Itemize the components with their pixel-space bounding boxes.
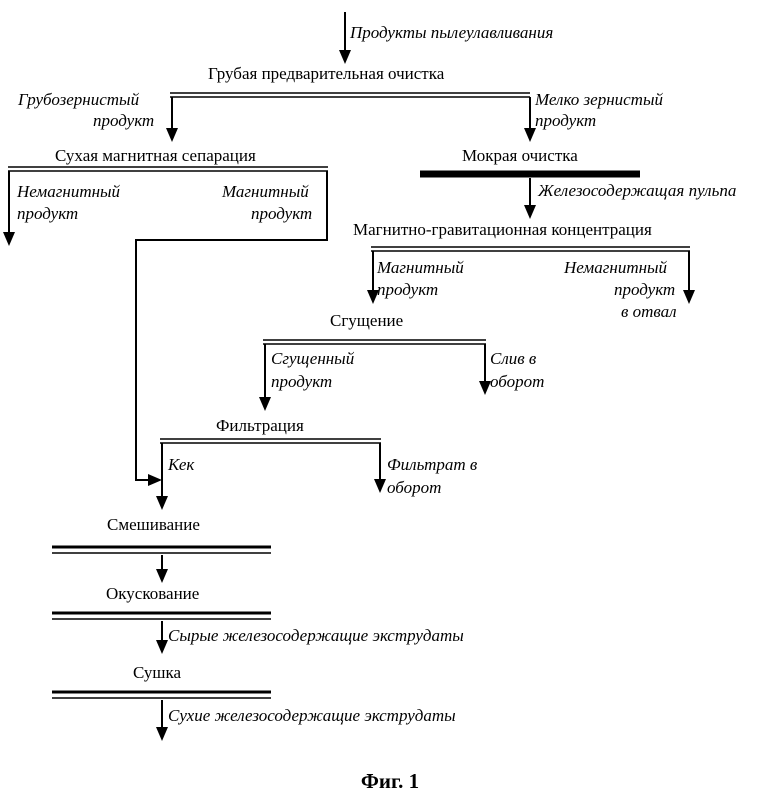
op-pelletizing: Окускование xyxy=(106,584,199,603)
filtrate-arrowhead xyxy=(374,479,386,493)
thickening-bar xyxy=(263,339,486,345)
flow-overflow-line1: Слив в xyxy=(490,349,537,368)
flow-thickened-line2: продукт xyxy=(271,372,332,391)
mixing-bar xyxy=(52,545,271,554)
op-wet-cleaning: Мокрая очистка xyxy=(462,146,578,165)
flow-filtrate-line2: оборот xyxy=(387,478,441,497)
wet-nonmagnetic-arrowhead xyxy=(683,290,695,304)
flow-wet-mag-line1: Магнитный xyxy=(376,258,464,277)
flow-coarse-line2: продукт xyxy=(93,111,154,130)
op-mixing: Смешивание xyxy=(107,515,200,534)
flow-thickened-line1: Сгущенный xyxy=(271,349,355,368)
flow-fine-line1: Мелко зернистый xyxy=(534,90,663,109)
flow-dry-mag-line2: продукт xyxy=(251,204,312,223)
op-dry-magnetic: Сухая магнитная сепарация xyxy=(55,146,256,165)
cake-arrowhead xyxy=(156,496,168,510)
flow-wet-nonmag-line3: в отвал xyxy=(621,302,677,321)
coarse-product-arrowhead xyxy=(166,128,178,142)
magnetic-to-mixing-arrowhead xyxy=(148,474,162,486)
flow-raw-extrudates: Сырые железосодержащие экструдаты xyxy=(168,626,464,645)
flow-dry-nonmag-line1: Немагнитный xyxy=(16,182,121,201)
mixing-out-arrowhead xyxy=(156,569,168,583)
fine-product-arrowhead xyxy=(524,128,536,142)
magnetic-product-route xyxy=(135,171,328,481)
overflow-arrowhead xyxy=(479,381,491,395)
dry-magnetic-bar xyxy=(8,166,328,172)
flow-coarse-line1: Грубозернистый xyxy=(17,90,140,109)
flow-wet-nonmag-line1: Немагнитный xyxy=(563,258,668,277)
drying-bar xyxy=(52,690,271,699)
op-thickening: Сгущение xyxy=(330,311,403,330)
op-filtration: Фильтрация xyxy=(216,416,304,435)
thickened-arrowhead xyxy=(259,397,271,411)
flow-wet-mag-line2: продукт xyxy=(377,280,438,299)
flow-overflow-line2: оборот xyxy=(490,372,544,391)
dry-extrudates-arrowhead xyxy=(156,727,168,741)
coarse-cleaning-bar xyxy=(170,92,530,98)
wet-magnetic-arrowhead xyxy=(367,290,379,304)
flow-input-label: Продукты пылеулавливания xyxy=(349,23,553,42)
op-mag-grav: Магнитно-гравитационная концентрация xyxy=(353,220,652,239)
flow-cake: Кек xyxy=(167,455,195,474)
flow-fine-line2: продукт xyxy=(535,111,596,130)
figure-caption: Фиг. 1 xyxy=(361,769,419,793)
mag-grav-bar xyxy=(371,246,690,252)
filtration-bar xyxy=(160,438,381,444)
flow-dry-mag-line1: Магнитный xyxy=(221,182,309,201)
flow-dry-nonmag-line2: продукт xyxy=(17,204,78,223)
pulp-arrowhead xyxy=(524,205,536,219)
dry-nonmagnetic-arrowhead xyxy=(3,232,15,246)
flow-dry-extrudates: Сухие железосодержащие экструдаты xyxy=(168,706,456,725)
input-arrowhead xyxy=(339,50,351,64)
flow-filtrate-line1: Фильтрат в xyxy=(387,455,478,474)
flow-wet-nonmag-line2: продукт xyxy=(614,280,675,299)
raw-extrudates-arrowhead xyxy=(156,640,168,654)
pelletizing-bar xyxy=(52,611,271,620)
op-drying: Сушка xyxy=(133,663,182,682)
op-coarse-cleaning: Грубая предварительная очистка xyxy=(208,64,445,83)
flow-iron-pulp: Железосодержащая пульпа xyxy=(537,181,736,200)
